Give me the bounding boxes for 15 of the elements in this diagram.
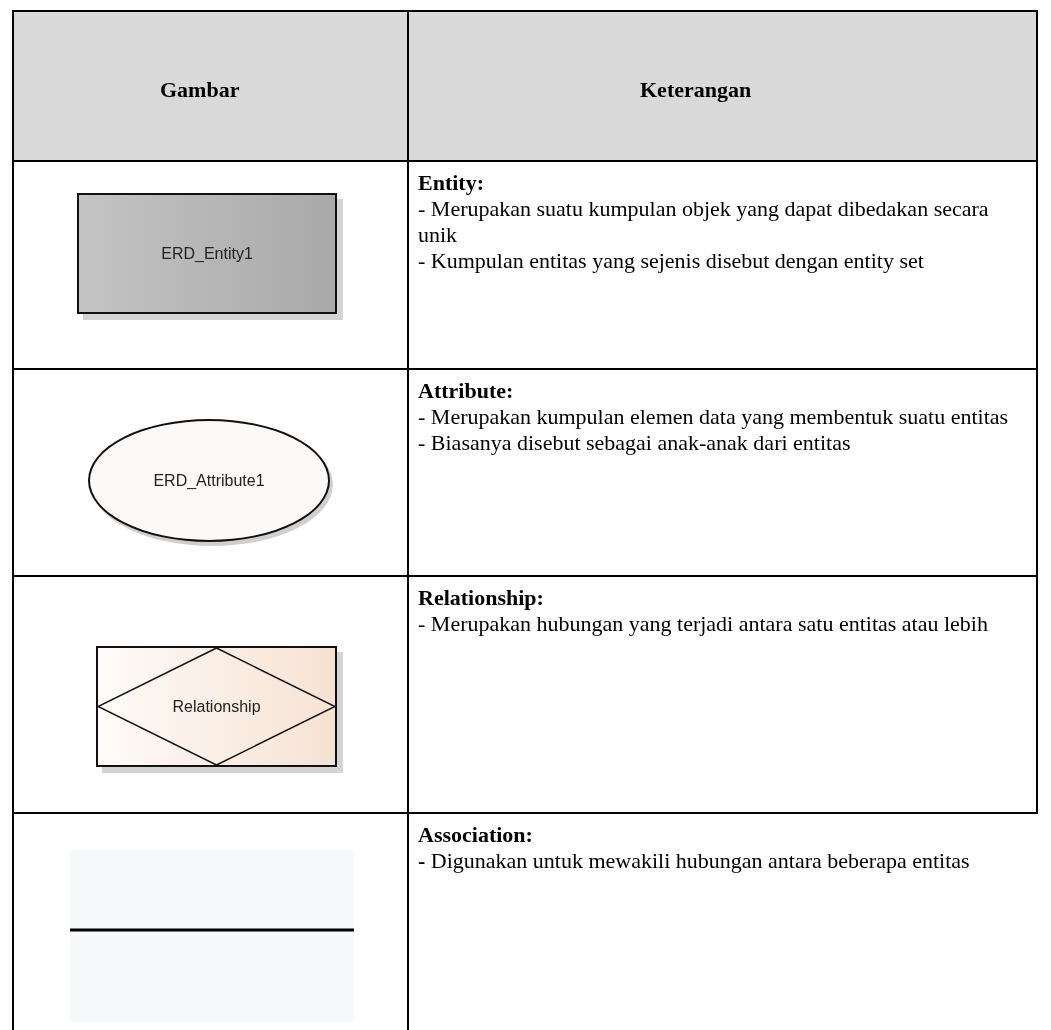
description-text: - Merupakan kumpulan elemen data yang membentuk suatu entitas <box>418 404 1010 430</box>
shape-label: ERD_Attribute1 <box>153 470 265 491</box>
description-text: - Digunakan untuk mewakili hubungan antara beberapa entitas <box>418 848 971 874</box>
description-heading: Association: <box>418 822 534 848</box>
description-text: - Merupakan hubungan yang terjadi antara satu entitas atau lebih <box>418 611 989 637</box>
shape-label: ERD_Entity1 <box>161 243 253 264</box>
shape-label: Relationship <box>172 696 261 717</box>
description-heading: Entity: <box>418 170 485 196</box>
column-header: Keterangan <box>640 76 752 104</box>
description-text: - Merupakan suatu kumpulan objek yang dapat dibedakan secara unik <box>418 196 990 248</box>
description-heading: Attribute: <box>418 378 515 404</box>
description-text: - Kumpulan entitas yang sejenis disebut dengan entity set <box>418 248 925 274</box>
column-header: Gambar <box>160 76 240 104</box>
description-heading: Relationship: <box>418 585 545 611</box>
description-text: - Biasanya disebut sebagai anak-anak dari entitas <box>418 430 852 456</box>
